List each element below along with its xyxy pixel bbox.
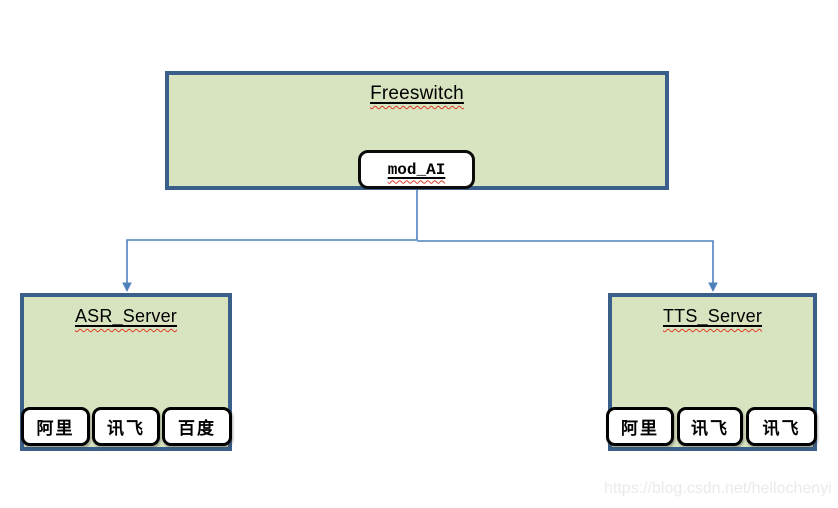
asr-server-title-text: ASR_Server	[74, 306, 178, 326]
connector-right	[417, 240, 714, 283]
asr-server-title: ASR_Server	[24, 297, 228, 327]
asr-provider-baidu-label: 百度	[178, 419, 216, 439]
tts-provider-xunfei-1: 讯飞	[677, 407, 743, 446]
mod-ai-label-wrap: mod_AI	[388, 161, 446, 179]
tts-server-title-text: TTS_Server	[662, 306, 763, 326]
freeswitch-title: Freeswitch	[169, 75, 665, 105]
mod-ai-box: mod_AI	[358, 150, 475, 189]
tts-provider-ali-label: 阿里	[621, 419, 659, 439]
mod-ai-label: mod_AI	[387, 160, 446, 179]
tts-provider-ali: 阿里	[606, 407, 674, 446]
asr-provider-ali: 阿里	[21, 407, 90, 446]
csdn-watermark: https://blog.csdn.net/hellochenyi	[604, 480, 832, 497]
freeswitch-title-text: Freeswitch	[370, 83, 464, 104]
arrowhead-left	[122, 282, 132, 292]
tts-server-title: TTS_Server	[612, 297, 813, 327]
tts-provider-xunfei-2: 讯飞	[746, 407, 817, 446]
asr-provider-xunfei-label: 讯飞	[107, 419, 145, 439]
arrowhead-right	[708, 282, 718, 292]
connector-left	[126, 239, 417, 283]
asr-provider-xunfei: 讯飞	[92, 407, 160, 446]
tts-provider-xunfei-1-label: 讯飞	[691, 419, 729, 439]
tts-provider-xunfei-2-label: 讯飞	[762, 419, 801, 439]
asr-provider-ali-label: 阿里	[36, 419, 75, 439]
asr-provider-baidu: 百度	[162, 407, 232, 446]
